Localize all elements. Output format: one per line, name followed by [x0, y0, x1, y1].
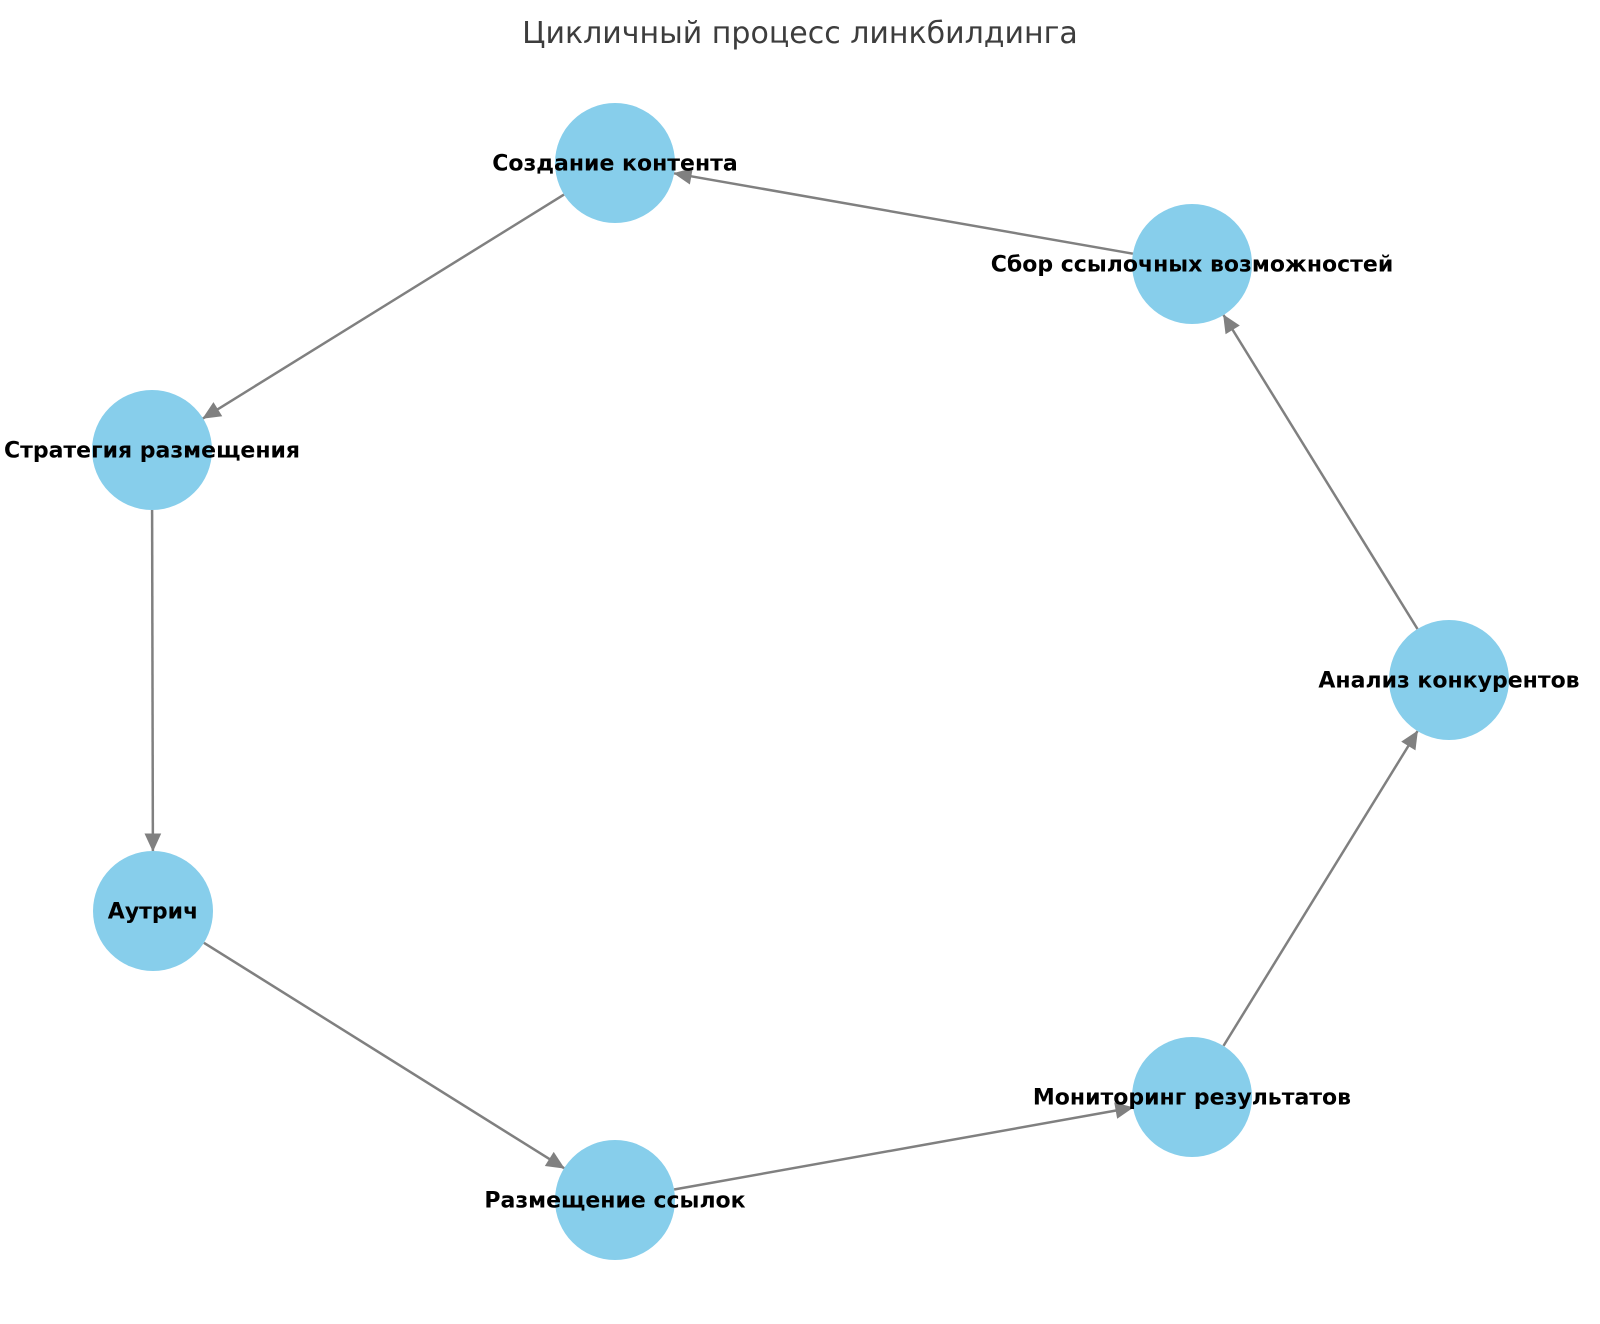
- node-results-monitoring: [1132, 1037, 1252, 1157]
- node-placement-strategy: [92, 390, 212, 510]
- node-competitor-analysis: [1389, 620, 1509, 740]
- edge-content-creation-to-placement-strategy: [202, 193, 565, 420]
- node-label-placement-strategy: Стратегия размещения: [4, 439, 300, 464]
- node-label-link-opportunities: Сбор ссылочных возможностей: [991, 253, 1394, 278]
- labels-layer: Создание контента Стратегия размещения А…: [4, 152, 1580, 1214]
- edge-placement-strategy-to-outreach: [144, 509, 162, 852]
- node-label-results-monitoring: Мониторинг результатов: [1033, 1086, 1351, 1111]
- node-label-outreach: Аутрич: [108, 900, 198, 925]
- edge-link-opportunities-to-content-creation: [673, 168, 1134, 255]
- edge-results-monitoring-to-competitor-analysis: [1222, 730, 1419, 1047]
- node-label-competitor-analysis: Анализ конкурентов: [1318, 669, 1579, 694]
- nodes-layer: [92, 103, 1509, 1260]
- node-label-link-placement: Размещение ссылок: [484, 1189, 745, 1214]
- diagram-title: Цикличный процесс линкбилдинга: [522, 16, 1078, 51]
- node-label-content-creation: Создание контента: [492, 152, 738, 177]
- node-content-creation: [555, 103, 675, 223]
- edges-layer: [144, 168, 1419, 1191]
- node-link-placement: [555, 1140, 675, 1260]
- node-link-opportunities: [1132, 204, 1252, 324]
- edge-competitor-analysis-to-link-opportunities: [1222, 314, 1419, 630]
- edge-link-placement-to-results-monitoring: [673, 1102, 1134, 1191]
- edge-outreach-to-link-placement: [203, 941, 565, 1170]
- node-outreach: [93, 851, 213, 971]
